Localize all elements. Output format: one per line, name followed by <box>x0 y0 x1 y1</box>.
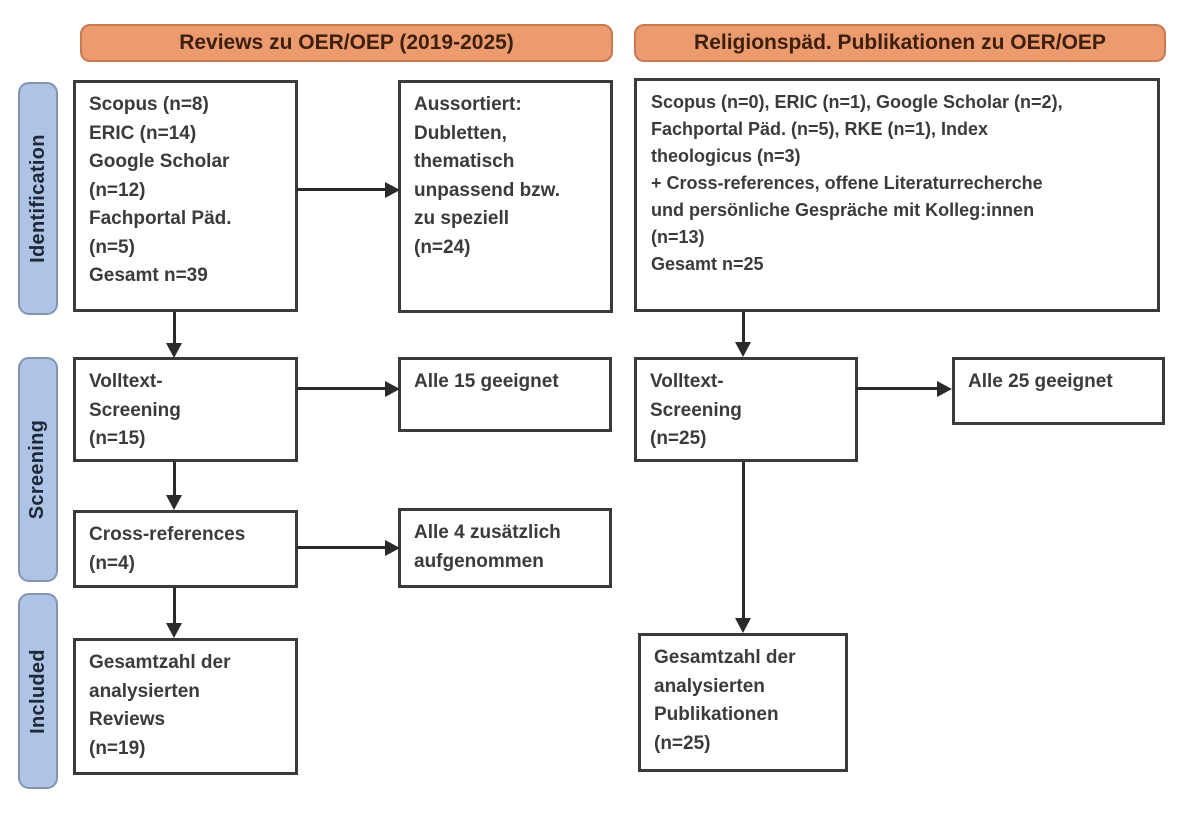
box-cross-references: Cross-references (n=4) <box>73 510 298 588</box>
arrow-line <box>297 188 387 191</box>
arrow-head-icon <box>735 342 751 357</box>
box-relpaed-fulltext-screening: Volltext- Screening (n=25) <box>634 357 858 462</box>
arrow-head-icon <box>166 623 182 638</box>
stage-label-identification-text: Identification <box>26 134 49 263</box>
box-relpaed-all-eligible: Alle 25 geeignet <box>952 357 1165 425</box>
arrow-head-icon <box>735 618 751 633</box>
box-reviews-total: Gesamtzahl der analysierten Reviews (n=1… <box>73 638 298 775</box>
arrow-line <box>173 312 176 345</box>
arrow-head-icon <box>166 343 182 358</box>
arrow-line <box>173 588 176 624</box>
box-reviews-sources: Scopus (n=8) ERIC (n=14) Google Scholar … <box>73 80 298 312</box>
arrow-head-icon <box>385 182 400 198</box>
stage-label-screening: Screening <box>18 357 58 582</box>
arrow-line <box>173 462 176 497</box>
box-reviews-fulltext-screening: Volltext- Screening (n=15) <box>73 357 298 462</box>
column-header-reviews: Reviews zu OER/OEP (2019-2025) <box>80 24 613 62</box>
stage-label-screening-text: Screening <box>26 419 49 520</box>
box-relpaed-sources: Scopus (n=0), ERIC (n=1), Google Scholar… <box>634 78 1160 312</box>
arrow-head-icon <box>166 495 182 510</box>
arrow-line <box>856 387 939 390</box>
column-header-religionspaed: Religionspäd. Publikationen zu OER/OEP <box>634 24 1166 62</box>
stage-label-included: Included <box>18 593 58 789</box>
box-reviews-excluded: Aussortiert: Dubletten, thematisch unpas… <box>398 80 613 313</box>
stage-label-identification: Identification <box>18 82 58 315</box>
box-cross-references-added: Alle 4 zusätzlich aufgenommen <box>398 508 612 588</box>
arrow-head-icon <box>937 381 952 397</box>
arrow-head-icon <box>385 540 400 556</box>
box-reviews-all-eligible: Alle 15 geeignet <box>398 357 612 432</box>
arrow-line <box>742 462 745 620</box>
arrow-line <box>297 387 387 390</box>
arrow-line <box>742 312 745 344</box>
arrow-line <box>297 546 387 549</box>
stage-label-included-text: Included <box>26 648 49 734</box>
arrow-head-icon <box>385 381 400 397</box>
box-relpaed-total: Gesamtzahl der analysierten Publikatione… <box>638 633 848 772</box>
